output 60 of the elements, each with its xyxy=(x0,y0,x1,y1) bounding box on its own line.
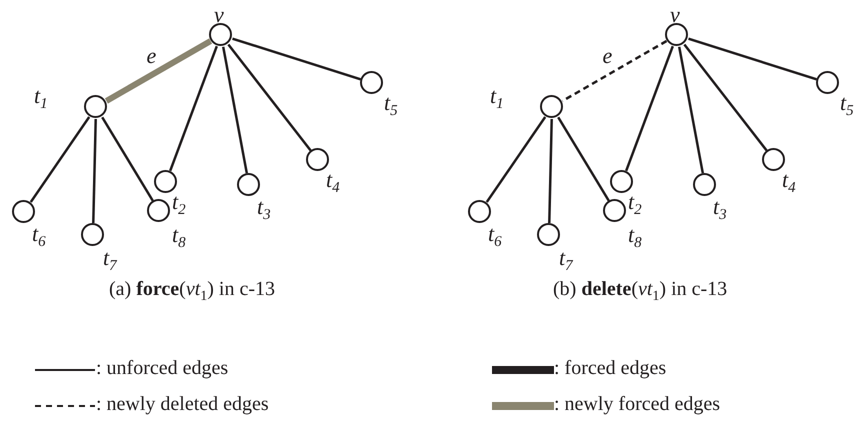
edge xyxy=(683,44,768,152)
node-circle xyxy=(540,95,563,118)
node-circle xyxy=(237,173,260,196)
node-circle xyxy=(762,148,785,171)
edge-label: e xyxy=(602,45,612,67)
node-circle xyxy=(209,23,232,46)
node-label: v xyxy=(670,4,680,26)
node-label: t$_{2}$ xyxy=(628,191,642,213)
node-circle xyxy=(360,71,383,94)
node-label: t$_{1}$ xyxy=(34,85,48,107)
node-label: t$_{5}$ xyxy=(384,92,398,114)
node-label: t$_{7}$ xyxy=(103,247,117,269)
edge-label: e xyxy=(146,45,156,67)
node-label: t$_{4}$ xyxy=(326,169,340,191)
edge xyxy=(548,118,553,224)
node-circle xyxy=(537,223,560,246)
edge xyxy=(688,37,817,81)
node-label: t$_{5}$ xyxy=(840,92,854,114)
edge xyxy=(169,46,218,172)
node-circle xyxy=(84,95,107,118)
node-label: t$_{1}$ xyxy=(490,85,504,107)
node-circle xyxy=(693,173,716,196)
legend-label: : unforced edges xyxy=(96,358,228,378)
node-label: v xyxy=(214,4,224,26)
node-circle xyxy=(665,23,688,46)
dashed-edge xyxy=(562,40,668,102)
edge xyxy=(557,116,610,202)
edge xyxy=(486,116,546,203)
node-label: t$_{8}$ xyxy=(172,224,186,246)
edge xyxy=(101,116,154,202)
node-circle xyxy=(147,199,170,222)
node-label: t$_{7}$ xyxy=(559,247,573,269)
node-label: t$_{2}$ xyxy=(172,191,186,213)
node-circle xyxy=(12,200,35,223)
edge xyxy=(227,44,312,152)
caption: (a) force(vt$_{1}$) in c-13 xyxy=(109,279,276,299)
node-label: t$_{8}$ xyxy=(628,224,642,246)
node-label: t$_{6}$ xyxy=(488,223,502,245)
edge xyxy=(222,46,248,174)
node-circle xyxy=(603,199,626,222)
node-circle xyxy=(306,148,329,171)
node-circle xyxy=(154,170,177,193)
edge xyxy=(232,37,361,81)
node-label: t$_{6}$ xyxy=(32,223,46,245)
node-circle xyxy=(81,223,104,246)
edge xyxy=(625,46,674,172)
edge xyxy=(678,46,704,174)
node-circle xyxy=(816,71,839,94)
legend-label: : forced edges xyxy=(554,358,666,378)
edge xyxy=(92,118,97,224)
node-label: t$_{3}$ xyxy=(257,196,271,218)
edge xyxy=(30,116,90,203)
node-label: t$_{4}$ xyxy=(782,169,796,191)
node-circle xyxy=(610,170,633,193)
node-label: t$_{3}$ xyxy=(713,196,727,218)
node-circle xyxy=(468,200,491,223)
legend-label: : newly forced edges xyxy=(554,394,720,414)
caption: (b) delete(vt$_{1}$) in c-13 xyxy=(553,279,728,299)
thick-edge xyxy=(104,38,212,104)
legend-label: : newly deleted edges xyxy=(96,394,269,414)
